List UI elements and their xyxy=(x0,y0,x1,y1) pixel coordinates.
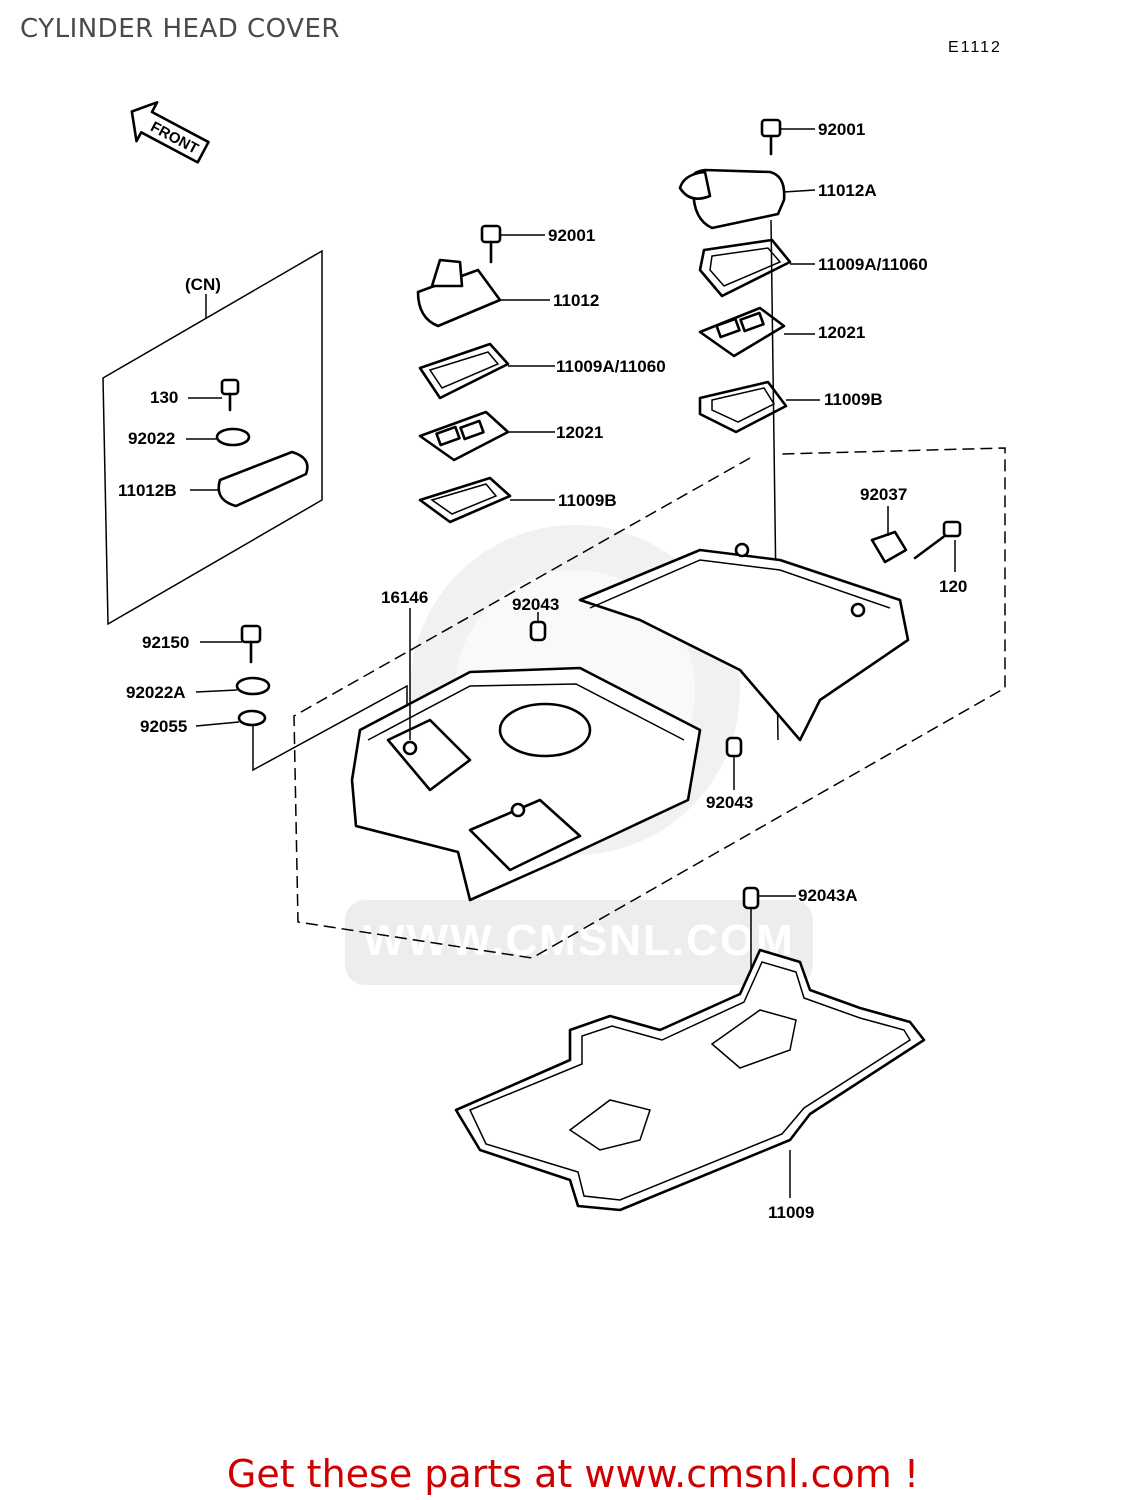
part-label-92150: 92150 xyxy=(142,633,189,652)
part-label-92001-left: 92001 xyxy=(548,226,595,245)
part-label-120: 120 xyxy=(939,577,967,596)
part-label-11009B-left: 11009B xyxy=(558,491,617,510)
part-label-92022: 92022 xyxy=(128,429,175,448)
part-label-16146: 16146 xyxy=(381,588,428,607)
part-label-92043A: 92043A xyxy=(798,886,858,905)
part-labels: 92001 11012A 11009A/11060 12021 11009B 9… xyxy=(118,120,967,1222)
watermark-text: WWW.CMSNL.COM xyxy=(363,916,795,965)
bolt-and-washers xyxy=(235,624,271,727)
part-label-92037: 92037 xyxy=(860,485,907,504)
part-label-92001-right: 92001 xyxy=(818,120,865,139)
part-label-92055: 92055 xyxy=(140,717,187,736)
leader-lines xyxy=(186,128,956,1198)
clamp-and-bolt xyxy=(870,520,962,564)
part-label-12021-right: 12021 xyxy=(818,323,865,342)
part-label-11012: 11012 xyxy=(553,291,599,310)
cylinder-head-cover xyxy=(350,542,910,902)
part-label-11009B-right: 11009B xyxy=(824,390,883,409)
head-cover-gasket xyxy=(454,948,926,1212)
page-title: CYLINDER HEAD COVER xyxy=(20,14,340,44)
cn-region-panel: (CN) xyxy=(102,249,323,626)
part-label-92043-top: 92043 xyxy=(512,595,559,614)
cn-region-label: (CN) xyxy=(185,275,221,294)
front-arrow-icon: FRONT xyxy=(130,101,210,164)
part-label-11012B: 11012B xyxy=(118,481,177,500)
footer-promo-link[interactable]: Get these parts at www.cmsnl.com ! xyxy=(226,1452,920,1496)
part-label-11012A: 11012A xyxy=(818,181,877,200)
cn-cover-parts xyxy=(215,378,309,508)
breather-cover-right xyxy=(678,118,792,741)
part-label-92022A: 92022A xyxy=(126,683,186,702)
breather-cover-left xyxy=(416,224,512,524)
part-label-130: 130 xyxy=(150,388,178,407)
diagram-code: E1112 xyxy=(948,39,1002,56)
part-label-12021-left: 12021 xyxy=(556,423,603,442)
part-label-11009A-left: 11009A/11060 xyxy=(556,357,666,376)
part-label-11009A-right: 11009A/11060 xyxy=(818,255,928,274)
exploded-parts-diagram: WWW.CMSNL.COM E1112 FRONT (CN) xyxy=(102,39,1006,1222)
dowel-pins xyxy=(529,620,760,1010)
part-label-92043-bottom: 92043 xyxy=(706,793,753,812)
part-label-11009: 11009 xyxy=(768,1203,814,1222)
